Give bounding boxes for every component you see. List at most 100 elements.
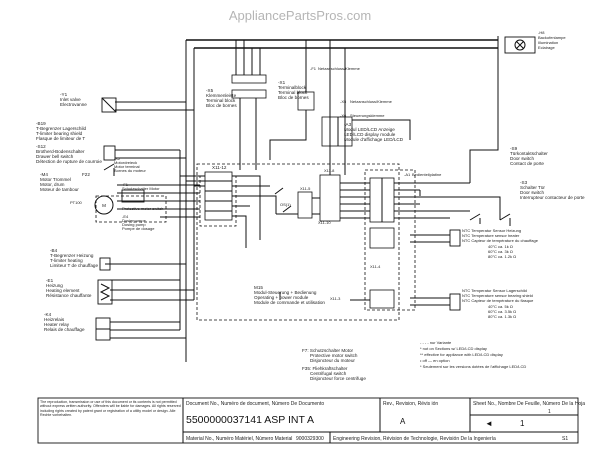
label-b4: -B4 T-Begrenzer Heizung T-limiter heatin… — [50, 248, 98, 268]
svg-text:-X5: -X5 — [206, 88, 214, 93]
connectors — [204, 74, 395, 309]
label-f1: -F1 Schutzschalter Motor Protective moto… — [122, 182, 163, 211]
svg-text:Heater relay: Heater relay — [44, 322, 70, 327]
m15-power-module-outline — [196, 163, 400, 321]
svg-text:-S12: -S12 — [36, 144, 46, 149]
svg-text:Protective motor switch: Protective motor switch — [122, 206, 163, 211]
svg-text:-A3: -A3 — [344, 122, 352, 127]
svg-text:T-Begrenzer Lagerschild: T-Begrenzer Lagerschild — [36, 126, 86, 131]
svg-text:Détection de rupture de courro: Détection de rupture de courroie — [36, 159, 102, 164]
svg-text:-S3: -S3 — [520, 180, 528, 185]
label-s3: -S3 Schalter Tür Door switch Interrupteu… — [520, 180, 585, 200]
svg-text:60°C ca. 3.5k Ω: 60°C ca. 3.5k Ω — [488, 309, 516, 314]
svg-text:-S9: -S9 — [510, 146, 518, 151]
thermostat-icon — [103, 145, 116, 161]
label-b19: -B19 T-Begrenzer Lagerschild T-limiter b… — [36, 121, 86, 141]
svg-text:Heating element: Heating element — [46, 288, 80, 293]
component-symbols: M — [94, 36, 536, 341]
svg-text:* not on Sections w/ LED/LCD d: * not on Sections w/ LED/LCD display — [420, 346, 487, 351]
svg-text:Limiteur T de chauffage: Limiteur T de chauffage — [50, 263, 98, 268]
svg-text:Schutzschalter Motor: Schutzschalter Motor — [122, 186, 160, 191]
svg-text:Heizrelais: Heizrelais — [44, 317, 65, 322]
svg-text:Bedienteilplatine: Bedienteilplatine — [412, 172, 442, 177]
svg-text:F35: Fliehkraftschalter: F35: Fliehkraftschalter — [302, 366, 348, 371]
sheet-of: 1 — [520, 419, 525, 428]
svg-text:80°C ca. 1.2k Ω: 80°C ca. 1.2k Ω — [488, 254, 516, 259]
svg-text:LED/LCD display module: LED/LCD display module — [344, 132, 396, 137]
svg-text:Schalter Tür: Schalter Tür — [520, 185, 545, 190]
svg-text:40°C ca. 1k Ω: 40°C ca. 1k Ω — [488, 244, 513, 249]
svg-text:NTC Capteur de température du: NTC Capteur de température du flasque — [462, 298, 534, 303]
svg-text:Motor, drum: Motor, drum — [40, 182, 65, 187]
label-k4: -K4 Heizrelais Heater relay Relais de ch… — [44, 312, 85, 332]
limiter-icon — [99, 257, 111, 271]
svg-text:Dosing pump: Dosing pump — [122, 222, 146, 227]
svg-text:-K4: -K4 — [44, 312, 52, 317]
rev-value: A — [400, 417, 406, 426]
svg-text:-H8: -H8 — [538, 30, 545, 35]
label-x5b: -X5 Klemmenleiste Terminal block Bloc de… — [206, 88, 237, 108]
svg-text:NTC Temperature sensor bearing: NTC Temperature sensor bearing shield — [462, 293, 533, 298]
label-ntc-bearing: NTC Temperatur Sensor Lagerschild NTC Te… — [462, 288, 534, 319]
svg-text:Bloc de bornes: Bloc de bornes — [206, 103, 237, 108]
label-x11-3: X11-3 — [330, 296, 341, 301]
svg-text:Protective motor switch: Protective motor switch — [310, 353, 358, 358]
svg-text:M15: M15 — [254, 285, 263, 290]
label-f7: F7: Schutzschalter Motor Protective moto… — [302, 348, 358, 363]
svg-text:-Y1: -Y1 — [60, 92, 68, 97]
svg-text:-F1: -F1 — [310, 66, 317, 71]
svg-text:-E4: -E4 — [122, 214, 129, 219]
doc-no-label: Document No., Numéro de document, Número… — [186, 401, 324, 407]
svg-text:40°C ca. 5k Ω: 40°C ca. 5k Ω — [488, 304, 513, 309]
label-fb1: -F1 Netzanschluss/Klemme — [310, 66, 361, 71]
svg-text:-X6: -X6 — [340, 113, 347, 118]
svg-text:80°C ca. 1.3k Ω: 80°C ca. 1.3k Ω — [488, 314, 516, 319]
svg-text:Module d'affichage LED/LCD: Module d'affichage LED/LCD — [344, 137, 404, 142]
svg-text:T-limiter heating: T-limiter heating — [50, 258, 83, 263]
svg-text:Eclairage: Eclairage — [538, 45, 555, 50]
notes-legend: - - - - nur Variante * not on Sections w… — [420, 340, 526, 369]
svg-text:NTC Temperatur Sensor Lagersch: NTC Temperatur Sensor Lagerschild — [462, 288, 527, 293]
a1-control-board-outline — [364, 169, 416, 311]
svg-text:Modul LED/LCD Anzeige: Modul LED/LCD Anzeige — [344, 127, 395, 132]
svg-text:-A1: -A1 — [404, 172, 411, 177]
svg-text:Dosierpumpe: Dosierpumpe — [122, 218, 147, 223]
svg-text:-X5: -X5 — [340, 99, 347, 104]
svg-text:Steuerungsklemme: Steuerungsklemme — [350, 113, 385, 118]
svg-text:- - - - nur Variante: - - - - nur Variante — [420, 340, 452, 345]
label-e1: -E1 Heizung Heating element Résistance c… — [46, 278, 92, 298]
svg-text:** effective for appliance wit: ** effective for appliance with LED/LCD … — [420, 352, 503, 357]
label-x5: -X5 Netzanschluss/Klemme — [340, 99, 393, 104]
watermark: AppliancePartsPros.com — [229, 8, 371, 23]
label-x6: -X6 Steuerungsklemme — [340, 113, 385, 118]
svg-text:M: M — [102, 203, 106, 208]
svg-text:Résistance chauffante: Résistance chauffante — [46, 293, 92, 298]
label-pt100: PT100 — [70, 200, 83, 205]
svg-text:Netzanschluss/Klemme: Netzanschluss/Klemme — [318, 66, 361, 71]
svg-text:Disjoncteur force centrifuge: Disjoncteur force centrifuge — [310, 376, 366, 381]
svg-text:NTC Temperature sensor heater: NTC Temperature sensor heater — [462, 233, 520, 238]
svg-text:Motor terminal: Motor terminal — [114, 164, 140, 169]
wires — [105, 36, 501, 362]
label-a3: -A3 Modul LED/LCD Anzeige LED/LCD displa… — [344, 122, 404, 142]
svg-text:Bloc de bornes: Bloc de bornes — [278, 95, 309, 100]
label-s9: -S9 Türkontaktschalter Door switch Conta… — [510, 146, 548, 166]
eng-rev-label: Engineering Revision, Révision de Techno… — [333, 436, 496, 442]
svg-text:NTC Temperatur Sensor Heizung: NTC Temperatur Sensor Heizung — [462, 228, 521, 233]
label-m4: -M4 Motor Trommel Motor, drum Moteur de … — [40, 172, 79, 192]
title-block: The reproduction, transmission or use of… — [37, 397, 585, 444]
svg-text:Klemmenleiste: Klemmenleiste — [206, 93, 237, 98]
label-a1: -A1 Bedienteilplatine — [404, 172, 442, 177]
eng-rev-value: S1 — [562, 436, 568, 442]
lamp-icon — [514, 39, 526, 51]
svg-text:Inlet valve: Inlet valve — [60, 97, 81, 102]
svg-text:Illumination: Illumination — [538, 40, 558, 45]
valve-icon — [101, 97, 117, 113]
svg-text:Terminal block: Terminal block — [278, 90, 308, 95]
svg-text:Modul-Steuerung + Bedienung: Modul-Steuerung + Bedienung — [254, 290, 317, 295]
svg-text:Flasque de limiteur de T: Flasque de limiteur de T — [36, 136, 85, 141]
svg-text:Electrovanne: Electrovanne — [60, 102, 87, 107]
label-y1: -Y1 Inlet valve Electrovanne — [60, 92, 87, 107]
sheet-arrow-icon: ◄ — [485, 419, 493, 428]
